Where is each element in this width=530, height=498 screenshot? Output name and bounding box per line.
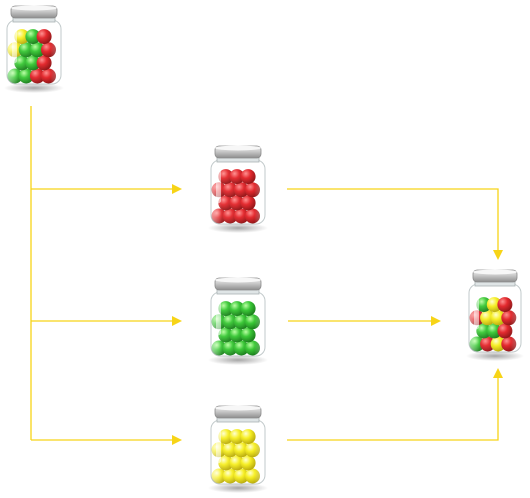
jar-lid-top — [11, 5, 57, 11]
jar-highlight — [216, 300, 221, 336]
jar-shadow — [208, 223, 268, 233]
jar-lid-top — [215, 277, 261, 283]
arrow-yellow-to-result — [287, 368, 503, 441]
jar-sorted-green — [208, 277, 268, 365]
jar-shadow — [466, 351, 524, 361]
jar-shadow — [208, 483, 268, 493]
jar-sorted-red — [208, 145, 268, 233]
jar-lid-top — [473, 269, 517, 275]
arrow-red-to-result — [287, 188, 503, 260]
jar-highlight — [12, 28, 17, 64]
jar-highlight — [216, 428, 221, 464]
jar-source-mixed — [4, 5, 64, 93]
jar-lid-top — [215, 405, 261, 411]
jar-sorted-yellow — [208, 405, 268, 493]
jar-lid-top — [215, 145, 261, 151]
jar-shadow — [4, 83, 64, 93]
jar-result-mixed — [466, 269, 524, 361]
jar-highlight — [216, 168, 221, 204]
jar-shadow — [208, 355, 268, 365]
jar-highlight — [474, 292, 479, 330]
connector-lines — [30, 106, 503, 445]
